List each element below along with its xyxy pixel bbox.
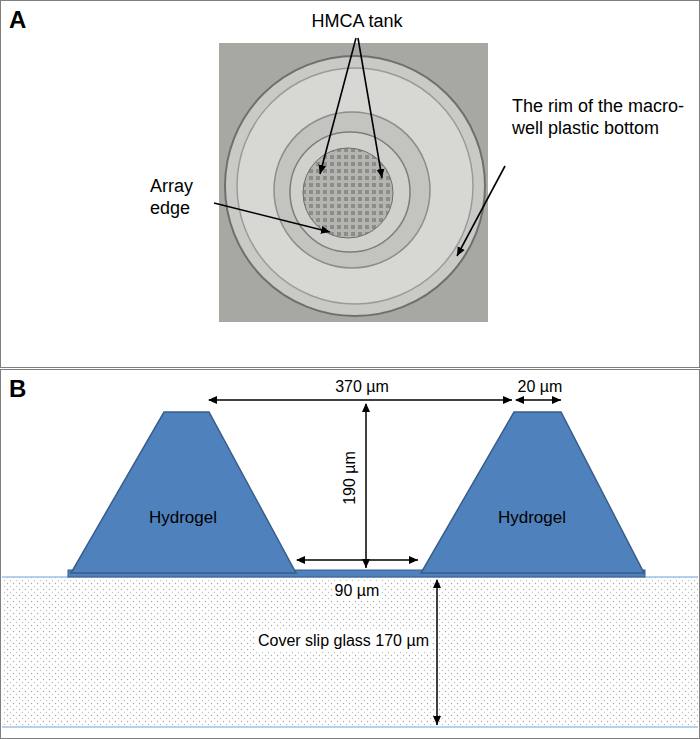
dimension-label: 90 µm [333, 581, 382, 600]
dimension-arrow [365, 404, 367, 568]
hydrogel-outline [421, 412, 644, 573]
cover-slip-glass: Cover slip glass 170 µm [3, 578, 699, 728]
hydrogel-shape [71, 412, 296, 573]
hydrogel-pillar: Hydrogel [421, 412, 644, 573]
photo-background [219, 43, 488, 322]
panel-letter: B [9, 375, 26, 404]
leader-arrow [457, 166, 505, 256]
hydrogel-outline [71, 412, 296, 573]
panel-letter: A [9, 6, 26, 35]
dimension-arrow [209, 399, 512, 401]
leader-arrow [358, 38, 382, 178]
leader-arrow [320, 38, 356, 174]
hmca-tank-inner [290, 132, 410, 252]
node-label: Hydrogel [498, 508, 566, 528]
glass-bottom-edge [2, 726, 698, 728]
panel-box: A [0, 0, 700, 368]
leader-arrow [214, 203, 330, 232]
panel-box: B Hydrogel HydrogelCover slip glass 170 µm [0, 369, 700, 739]
callout-label: HMCA tank [311, 11, 402, 33]
dimension-arrow [516, 399, 561, 401]
dimension-arrow [436, 580, 438, 725]
callout-label: Array edge [150, 176, 212, 219]
dimension-arrow [297, 559, 418, 561]
hydrogel-pillar: Hydrogel [71, 412, 296, 573]
callout-label: The rim of the macro-well plastic bottom [512, 96, 696, 139]
node-label: Cover slip glass 170 µm [256, 631, 431, 650]
macro-well-bottom [237, 68, 473, 304]
macro-well-rim [225, 56, 485, 316]
dimension-label: 20 µm [516, 377, 565, 396]
dimension-label: 370 µm [333, 377, 391, 396]
hydrogel-shape [421, 412, 644, 573]
node-label: Hydrogel [149, 508, 217, 528]
glass-fill [2, 577, 698, 727]
dimension-label: 190 µm [340, 449, 359, 507]
hmca-tank-outer [274, 112, 430, 268]
